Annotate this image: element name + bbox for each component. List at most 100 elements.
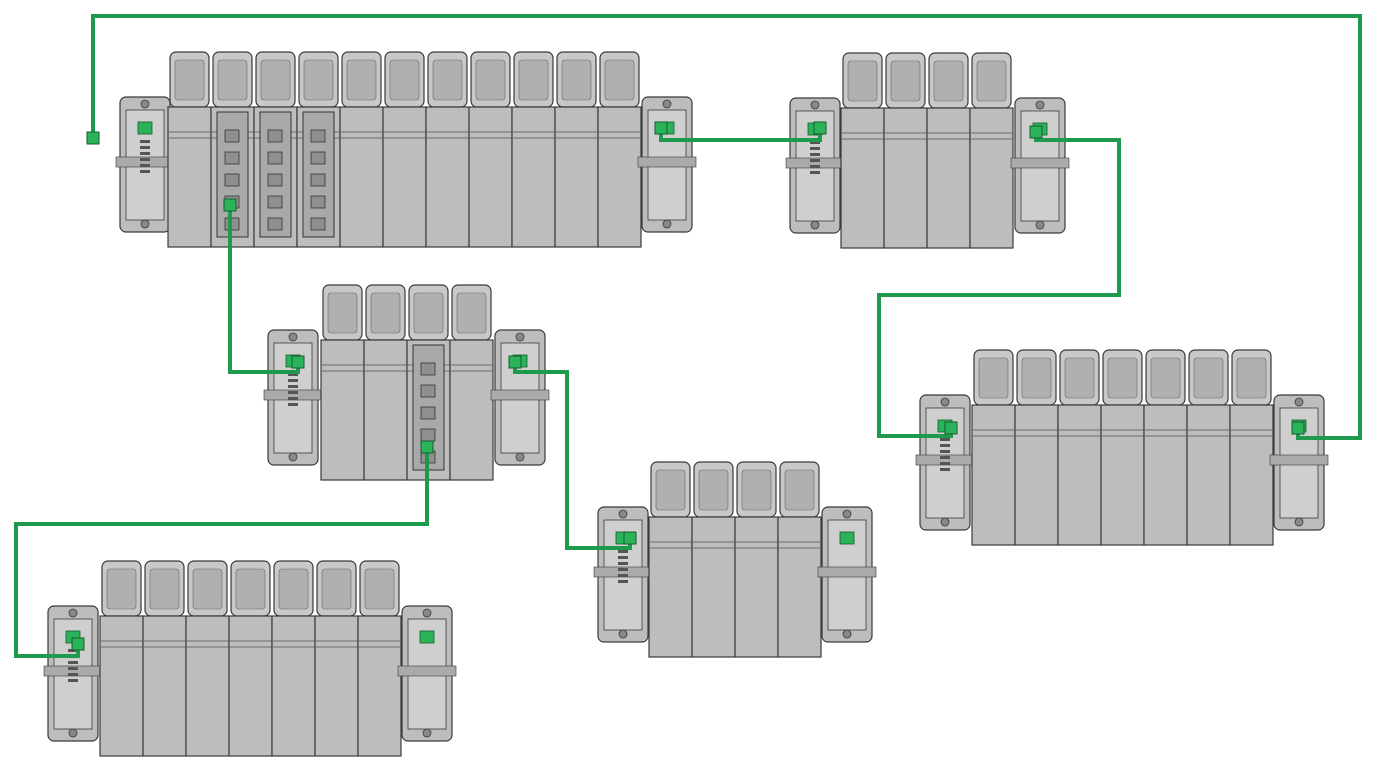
rack-2 bbox=[785, 52, 1070, 249]
screw-icon bbox=[288, 332, 298, 342]
vent-icon bbox=[140, 164, 150, 167]
cable-connector-icon bbox=[420, 440, 434, 454]
module-body bbox=[883, 107, 928, 249]
screw-icon bbox=[842, 629, 852, 639]
cable-connector-icon bbox=[223, 198, 237, 212]
vent-icon bbox=[940, 444, 950, 447]
vent-icon bbox=[810, 147, 820, 150]
rack-1-module-10 bbox=[554, 51, 599, 248]
screw-icon bbox=[288, 452, 298, 462]
screw-icon bbox=[618, 509, 628, 519]
screw-icon bbox=[1035, 100, 1045, 110]
vent-icon bbox=[140, 170, 150, 173]
din-rail bbox=[397, 665, 457, 677]
module-label-slot bbox=[1236, 357, 1267, 399]
cable-connector-icon bbox=[654, 121, 668, 135]
module-label-slot bbox=[1064, 357, 1095, 399]
module-label-slot bbox=[456, 292, 487, 334]
ethernet-port-icon bbox=[267, 195, 283, 209]
cable-connector-icon bbox=[1291, 421, 1305, 435]
rack-6-module-7 bbox=[357, 560, 402, 757]
module-label-slot bbox=[518, 59, 549, 101]
module-label-slot bbox=[217, 59, 248, 101]
vent-icon bbox=[288, 403, 298, 406]
screw-icon bbox=[140, 219, 150, 229]
vent-icon bbox=[940, 450, 950, 453]
module-body bbox=[99, 615, 144, 757]
cable-connector-icon bbox=[623, 531, 637, 545]
screw-icon bbox=[662, 99, 672, 109]
module-body bbox=[734, 516, 779, 658]
module-label-slot bbox=[561, 59, 592, 101]
vent-icon bbox=[288, 373, 298, 376]
rack-2-end-cap-left bbox=[785, 97, 845, 234]
module-label-slot bbox=[1150, 357, 1181, 399]
module-label-slot bbox=[1107, 357, 1138, 399]
module-body bbox=[167, 106, 212, 248]
vent-icon bbox=[288, 385, 298, 388]
screw-icon bbox=[940, 397, 950, 407]
module-label-slot bbox=[976, 60, 1007, 102]
module-body bbox=[314, 615, 359, 757]
rack-2-module-3 bbox=[926, 52, 971, 249]
rack-3-module-2 bbox=[363, 284, 408, 481]
ethernet-port-icon bbox=[267, 173, 283, 187]
rack-1-module-6 bbox=[382, 51, 427, 248]
module-body bbox=[1229, 404, 1274, 546]
vent-icon bbox=[68, 667, 78, 670]
module-body bbox=[1057, 404, 1102, 546]
module-label-slot bbox=[413, 292, 444, 334]
ethernet-port-icon bbox=[224, 151, 240, 165]
module-label-slot bbox=[784, 469, 815, 511]
vent-icon bbox=[940, 438, 950, 441]
vent-icon bbox=[940, 462, 950, 465]
rack-5-module-7 bbox=[1229, 349, 1274, 546]
din-rail bbox=[1010, 157, 1070, 169]
screw-icon bbox=[68, 608, 78, 618]
vent-icon bbox=[288, 391, 298, 394]
vent-icon bbox=[618, 580, 628, 583]
module-label-slot bbox=[698, 469, 729, 511]
ethernet-port-icon bbox=[419, 630, 435, 644]
module-label-slot bbox=[933, 60, 964, 102]
module-body bbox=[971, 404, 1016, 546]
rack-2-module-4 bbox=[969, 52, 1014, 249]
module-label-slot bbox=[235, 568, 266, 610]
rack-4-module-2 bbox=[691, 461, 736, 658]
screw-icon bbox=[810, 100, 820, 110]
rack-5-module-1 bbox=[971, 349, 1016, 546]
vent-icon bbox=[140, 140, 150, 143]
vent-icon bbox=[68, 673, 78, 676]
rack-3 bbox=[263, 284, 550, 481]
module-label-slot bbox=[174, 59, 205, 101]
screw-icon bbox=[422, 728, 432, 738]
ethernet-port-icon bbox=[420, 384, 436, 398]
module-body bbox=[777, 516, 822, 658]
ethernet-port-icon bbox=[267, 217, 283, 231]
vent-icon bbox=[618, 562, 628, 565]
rack-1-module-5 bbox=[339, 51, 384, 248]
vent-icon bbox=[288, 397, 298, 400]
ethernet-port-icon bbox=[420, 428, 436, 442]
module-label-slot bbox=[1021, 357, 1052, 399]
rack-3-module-4 bbox=[449, 284, 494, 481]
rack-5-module-2 bbox=[1014, 349, 1059, 546]
rack-6-end-cap-left bbox=[43, 605, 103, 742]
module-body bbox=[363, 339, 408, 481]
module-body bbox=[691, 516, 736, 658]
cable-connector-icon bbox=[291, 355, 305, 369]
vent-icon bbox=[810, 171, 820, 174]
module-body bbox=[320, 339, 365, 481]
module-body bbox=[271, 615, 316, 757]
module-label-slot bbox=[303, 59, 334, 101]
module-body bbox=[357, 615, 402, 757]
vent-icon bbox=[618, 574, 628, 577]
vent-icon bbox=[140, 152, 150, 155]
cable-connector-icon bbox=[71, 637, 85, 651]
module-body bbox=[926, 107, 971, 249]
module-label-slot bbox=[389, 59, 420, 101]
rack-5-module-5 bbox=[1143, 349, 1188, 546]
screw-icon bbox=[1294, 517, 1304, 527]
